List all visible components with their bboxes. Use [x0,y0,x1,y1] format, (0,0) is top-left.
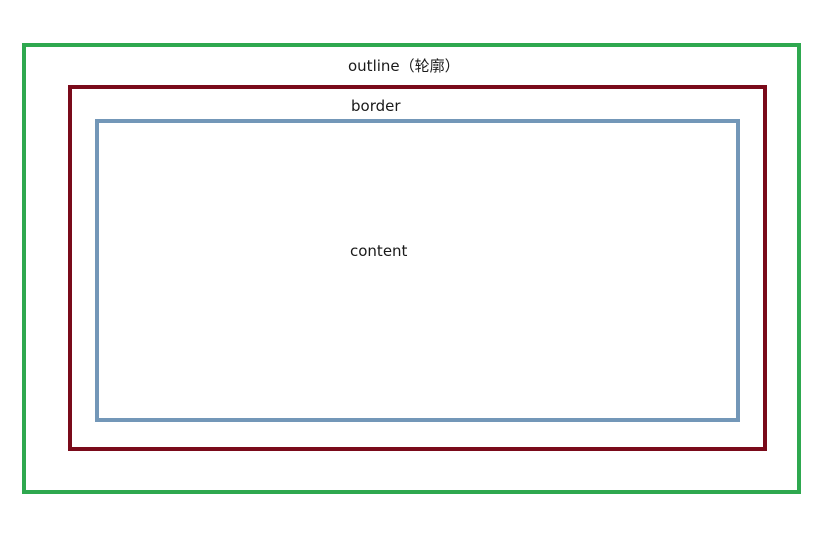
content-label: content [350,242,408,260]
content-rectangle [95,119,740,422]
border-label: border [351,97,401,115]
outline-rectangle [22,43,801,494]
border-rectangle [68,85,767,451]
outline-label: outline（轮廓） [348,57,460,75]
